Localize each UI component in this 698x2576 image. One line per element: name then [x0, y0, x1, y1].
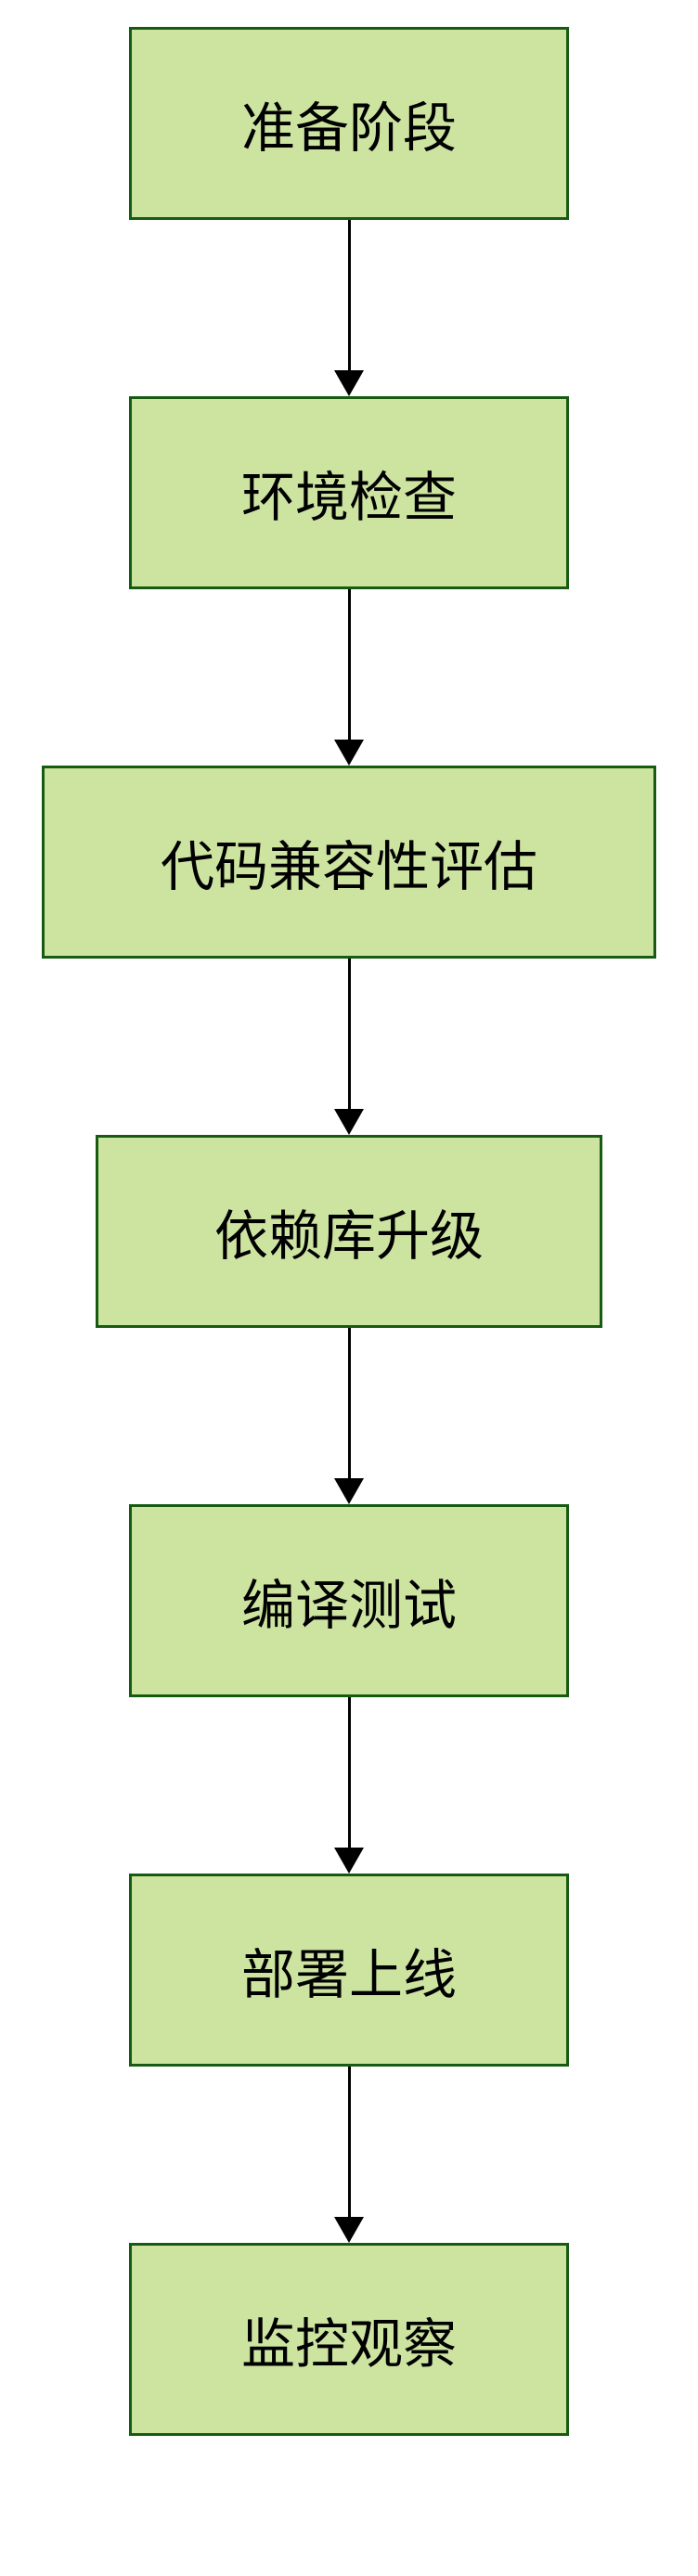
flow-arrow-1	[334, 220, 364, 396]
flow-node-preparation: 准备阶段	[129, 27, 569, 220]
flow-node-label: 监控观察	[240, 2314, 457, 2375]
flow-arrow-3	[334, 959, 364, 1135]
flow-node-label: 编译测试	[240, 1576, 457, 1636]
flow-node-deploy-launch: 部署上线	[129, 1874, 569, 2067]
flow-node-code-compatibility: 代码兼容性评估	[42, 766, 656, 959]
arrow-shaft	[347, 959, 351, 1109]
arrow-head-icon	[334, 1848, 364, 1874]
flow-node-environment-check: 环境检查	[129, 396, 569, 589]
flow-node-label: 准备阶段	[240, 98, 457, 159]
flow-arrow-5	[334, 1697, 364, 1874]
flow-node-dependency-upgrade: 依赖库升级	[96, 1135, 602, 1328]
flow-node-label: 代码兼容性评估	[160, 837, 537, 897]
flow-node-label: 依赖库升级	[213, 1206, 484, 1267]
arrow-head-icon	[334, 740, 364, 766]
flow-arrow-4	[334, 1328, 364, 1504]
arrow-shaft	[347, 220, 351, 370]
flow-node-compile-test: 编译测试	[129, 1504, 569, 1697]
arrow-head-icon	[334, 1109, 364, 1135]
arrow-head-icon	[334, 370, 364, 396]
flow-node-label: 部署上线	[240, 1945, 457, 2005]
arrow-head-icon	[334, 1478, 364, 1504]
arrow-shaft	[347, 589, 351, 740]
arrow-shaft	[347, 1328, 351, 1478]
arrow-shaft	[347, 1697, 351, 1848]
flow-arrow-2	[334, 589, 364, 766]
arrow-shaft	[347, 2067, 351, 2217]
flow-arrow-6	[334, 2067, 364, 2243]
flow-node-label: 环境检查	[240, 468, 457, 528]
flow-node-monitor-observe: 监控观察	[129, 2243, 569, 2436]
arrow-head-icon	[334, 2217, 364, 2243]
